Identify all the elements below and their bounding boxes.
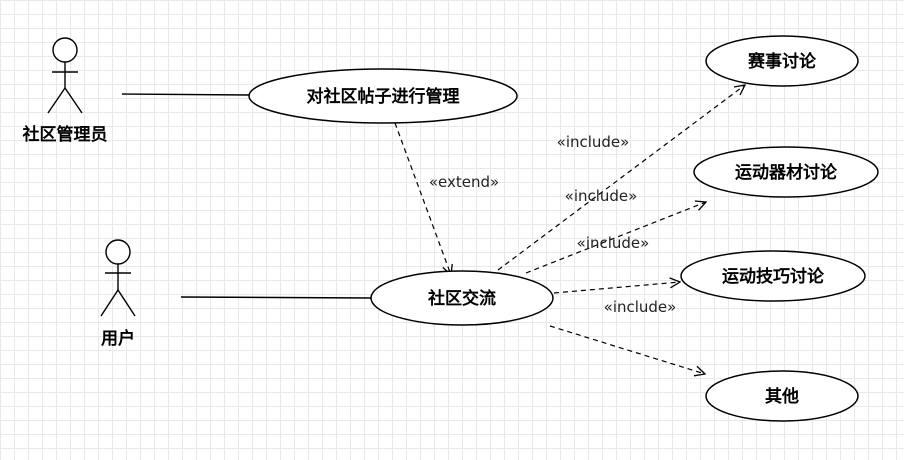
actor-admin-label: 社区管理员 [22,124,108,145]
use-case-manage-posts-label: 对社区帖子进行管理 [307,86,460,107]
use-case-match-discussion-label: 赛事讨论 [747,51,817,72]
extend-label: «extend» [429,173,499,191]
include-label-2: «include» [565,187,638,205]
extend-arrow[interactable] [394,122,451,275]
association-user-community[interactable] [180,296,373,299]
actor-admin[interactable]: 社区管理员 [22,37,108,145]
include-label-1: «include» [557,133,630,151]
include-arrow-match[interactable] [497,85,745,271]
use-case-skills-discussion[interactable]: 运动技巧讨论 [680,250,866,302]
use-case-community[interactable]: 社区交流 [370,270,554,326]
stick-figure-icon [47,37,83,114]
use-case-other[interactable]: 其他 [705,370,859,422]
use-case-match-discussion[interactable]: 赛事讨论 [705,35,859,87]
include-label-3: «include» [577,234,650,252]
use-case-skills-discussion-label: 运动技巧讨论 [722,266,825,287]
include-arrow-skills[interactable] [553,282,680,294]
use-case-community-label: 社区交流 [427,288,496,309]
use-case-manage-posts[interactable]: 对社区帖子进行管理 [248,68,518,124]
stick-figure-icon [100,239,136,317]
actor-user[interactable]: 用户 [100,239,136,349]
use-case-equipment-discussion[interactable]: 运动器材讨论 [693,146,879,198]
association-admin-manage[interactable] [121,93,251,96]
actor-user-label: 用户 [101,328,135,349]
use-case-other-label: 其他 [765,386,799,407]
include-arrow-other[interactable] [549,325,705,374]
include-label-4: «include» [604,298,677,316]
use-case-equipment-discussion-label: 运动器材讨论 [735,162,838,183]
